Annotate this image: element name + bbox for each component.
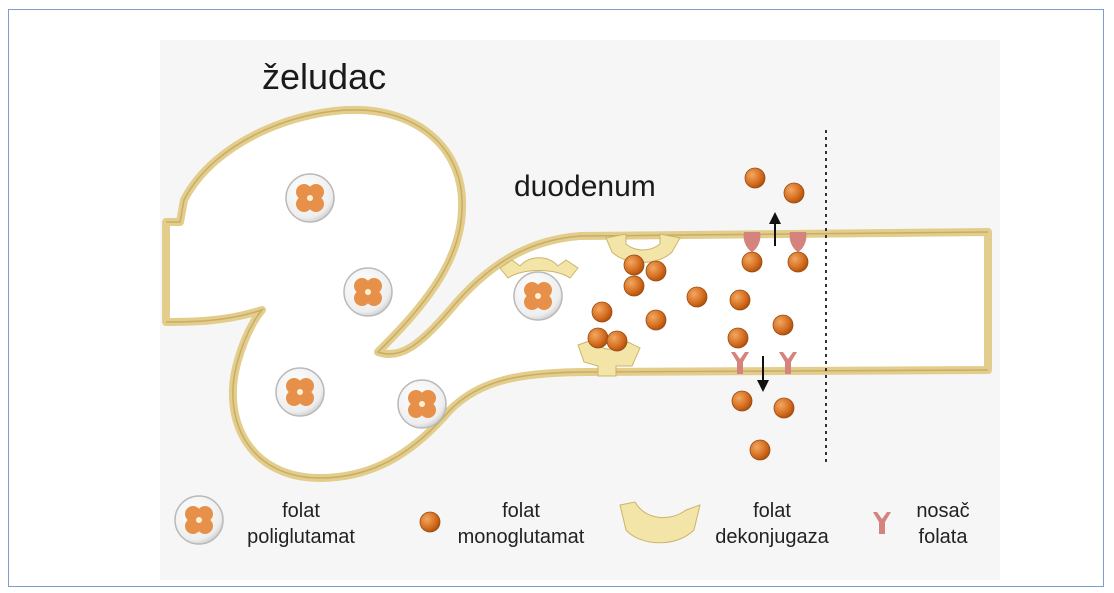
legend-text-line1: folat: [502, 500, 540, 522]
legend-item-carrier: nosač folata: [898, 498, 988, 550]
stomach-label: želudac: [262, 56, 387, 97]
deconjugase-icon: [499, 257, 579, 279]
legend-text-line2: poliglutamat: [247, 526, 355, 548]
gut-wall: [162, 105, 992, 482]
arrow-down-icon: [757, 356, 769, 392]
polyglutamate-icon: [343, 267, 393, 317]
monoglutamate-icon: [773, 397, 795, 419]
legend-text-line2: dekonjugaza: [715, 526, 829, 548]
monoglutamate-icon: [783, 182, 805, 204]
monoglutamate-icon: [744, 167, 766, 189]
legend-carrier-icon: [873, 512, 891, 534]
legend-text-line2: monoglutamat: [457, 526, 585, 548]
monoglutamate-icon: [587, 327, 609, 349]
polyglutamate-icon: [397, 379, 447, 429]
monoglutamate-icon: [731, 390, 753, 412]
legend-item-polyglutamate: folat poliglutamat: [236, 498, 366, 550]
monoglutamate-icon: [686, 286, 708, 308]
legend-text-line1: folat: [282, 500, 320, 522]
carrier-top-right: [787, 232, 809, 273]
monoglutamate-icon: [729, 289, 751, 311]
monoglutamate-icon: [772, 314, 794, 336]
legend-monoglutamate-icon: [419, 511, 441, 533]
monoglutamate-icon: [741, 251, 763, 273]
monoglutamate-icon: [623, 275, 645, 297]
legend-text-line1: folat: [753, 500, 791, 522]
legend-text-line2: folata: [918, 526, 968, 548]
monoglutamate-icon: [623, 254, 645, 276]
monoglutamate-icon: [645, 260, 667, 282]
monoglutamate-icon: [749, 439, 771, 461]
legend-item-monoglutamate: folat monoglutamat: [446, 498, 596, 550]
legend-deconjugase-icon: [619, 501, 701, 544]
monoglutamate-icon: [606, 330, 628, 352]
monoglutamate-icon: [787, 251, 809, 273]
carrier-top-left: [741, 232, 763, 273]
monoglutamate-icon: [645, 309, 667, 331]
polyglutamate-icon: [513, 271, 563, 321]
arrow-up-icon: [769, 212, 781, 246]
legend-text-line1: nosač: [916, 500, 970, 522]
monoglutamate-icon: [727, 327, 749, 349]
polyglutamate-icon: [285, 173, 335, 223]
duodenum-label: duodenum: [514, 170, 656, 203]
polyglutamate-icon: [275, 367, 325, 417]
monoglutamate-icon: [591, 301, 613, 323]
legend-polyglutamate-icon: [174, 495, 224, 545]
legend-item-deconjugase: folat dekonjugaza: [702, 498, 842, 550]
